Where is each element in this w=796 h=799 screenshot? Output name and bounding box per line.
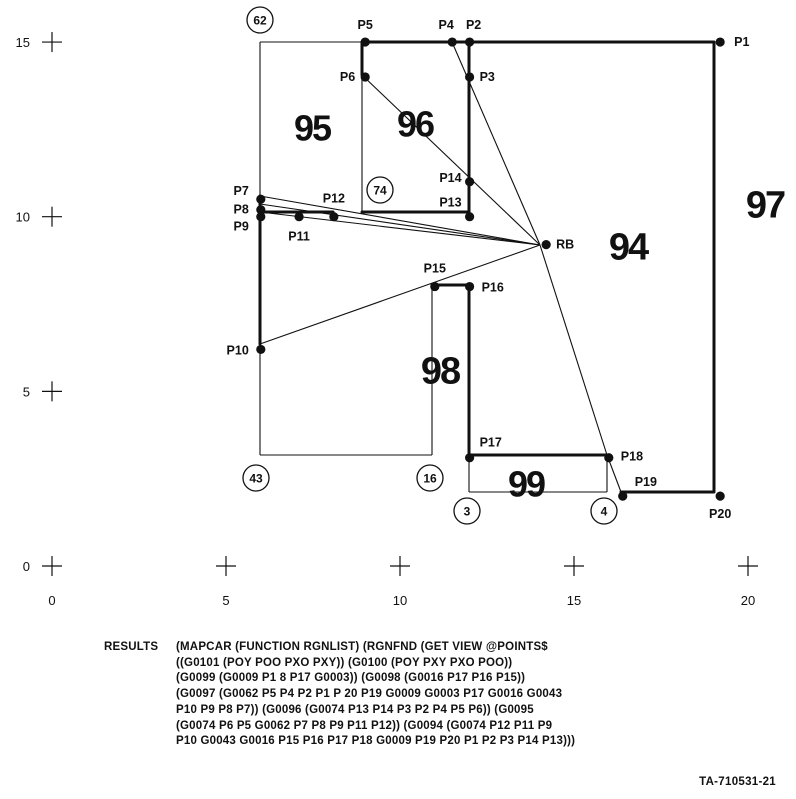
circled-label-text: 3	[464, 505, 471, 519]
x-tick-cross	[564, 556, 584, 576]
point-marker	[256, 194, 266, 204]
x-tick-label: 0	[48, 593, 55, 608]
y-tick-cross	[42, 206, 62, 227]
circled-label: 3	[453, 497, 481, 525]
point-marker	[329, 212, 339, 222]
point-label: P5	[358, 18, 373, 32]
point-label: P9	[234, 220, 249, 234]
point-marker	[447, 37, 457, 47]
point-label: P20	[709, 507, 731, 521]
point-label: P2	[466, 18, 481, 32]
point-marker	[256, 212, 266, 222]
point-marker	[256, 205, 266, 215]
results-line: P10 P9 P8 P7)) (G0096 (G0074 P13 P14 P3 …	[176, 703, 534, 716]
point-marker	[465, 72, 475, 82]
point-marker	[430, 281, 440, 292]
point-label: P7	[234, 184, 249, 198]
circled-label: 43	[242, 464, 270, 492]
region-number: 96	[397, 104, 434, 145]
point-label: P4	[439, 18, 454, 32]
point-label: P19	[635, 475, 657, 489]
x-tick-cross	[390, 556, 410, 576]
circled-node-labels: 62 74 43 16 3 4	[242, 6, 618, 525]
circled-label: 16	[416, 464, 444, 492]
region-number: 97	[746, 184, 785, 226]
results-line: (G0074 P6 P5 G0062 P7 P8 P9 P11 P12)) (G…	[176, 719, 553, 732]
circled-label-text: 43	[249, 472, 263, 486]
y-tick-label: 0	[23, 559, 30, 574]
circled-label-text: 4	[601, 505, 608, 519]
results-line: ((G0101 (POY POO PXO PXY)) (G0100 (POY P…	[176, 656, 513, 669]
circled-label: 4	[590, 497, 618, 525]
results-line: (G0097 (G0062 P5 P4 P2 P1 P 20 P19 G0009…	[176, 688, 563, 701]
point-label: P10	[227, 343, 249, 357]
point-label: P13	[439, 196, 461, 210]
region-number: 95	[294, 108, 332, 149]
point-label: P11	[288, 230, 310, 244]
thick-boundaries	[258, 40, 716, 494]
point-label: P14	[439, 171, 461, 185]
point-label: RB	[556, 238, 574, 252]
circled-label: 62	[246, 6, 274, 34]
circled-label: 74	[366, 176, 394, 204]
x-tick-label: 20	[741, 593, 755, 608]
region-number: 94	[609, 226, 649, 268]
results-line: P10 G0043 G0016 P15 P16 P17 P18 G0009 P1…	[176, 735, 576, 748]
point-marker	[465, 177, 475, 187]
point-label: P1	[734, 35, 749, 49]
point-marker	[294, 212, 304, 222]
circled-label-text: 16	[423, 472, 437, 486]
region-number: 99	[508, 464, 545, 505]
point-marker	[715, 491, 725, 501]
point-marker	[465, 212, 475, 222]
point-label: P8	[234, 203, 249, 217]
y-tick-cross	[42, 381, 62, 402]
x-tick-cross	[216, 556, 236, 576]
point-label: P18	[621, 450, 643, 464]
y-tick-label: 5	[23, 384, 30, 399]
y-tick-label: 15	[16, 35, 30, 50]
y-tick-label: 10	[16, 210, 30, 225]
point-marker	[465, 453, 475, 463]
region-number: 98	[421, 350, 460, 392]
x-tick-label: 10	[393, 593, 407, 608]
circled-label-text: 74	[373, 184, 387, 198]
point-marker	[715, 37, 725, 47]
point-marker	[465, 281, 475, 292]
point-marker	[360, 72, 370, 82]
point-marker	[541, 240, 551, 250]
point-label: P6	[340, 70, 355, 84]
results-line: (G0099 (G0009 P1 8 P17 G0003)) (G0098 (G…	[176, 672, 526, 685]
y-tick-cross	[42, 556, 62, 576]
results-lines: (MAPCAR (FUNCTION RGNLIST) (RGNFND (GET …	[176, 640, 736, 750]
point-label: P16	[482, 281, 504, 295]
circled-label-text: 62	[253, 14, 267, 28]
x-tick-label: 5	[222, 593, 229, 608]
point-label: P17	[480, 436, 502, 450]
point-marker	[604, 453, 614, 463]
results-label: RESULTS	[104, 641, 159, 653]
x-tick-label: 15	[567, 593, 581, 608]
point-marker	[256, 344, 266, 355]
figure-id: TA-710531-21	[699, 776, 776, 788]
point-marker	[465, 37, 475, 47]
y-tick-cross	[42, 32, 62, 53]
region-numbers: 95 96 97 94 98 99	[294, 104, 787, 505]
point-label: P15	[424, 262, 446, 276]
point-label: P12	[323, 192, 345, 206]
axis-ticks: 15 10 5 0 0 5 10 15 20	[16, 32, 758, 608]
point-marker	[618, 491, 628, 501]
x-tick-cross	[738, 556, 758, 576]
point-label: P3	[480, 70, 495, 84]
results-line: (MAPCAR (FUNCTION RGNLIST) (RGNFND (GET …	[176, 641, 548, 653]
point-marker	[360, 37, 370, 47]
